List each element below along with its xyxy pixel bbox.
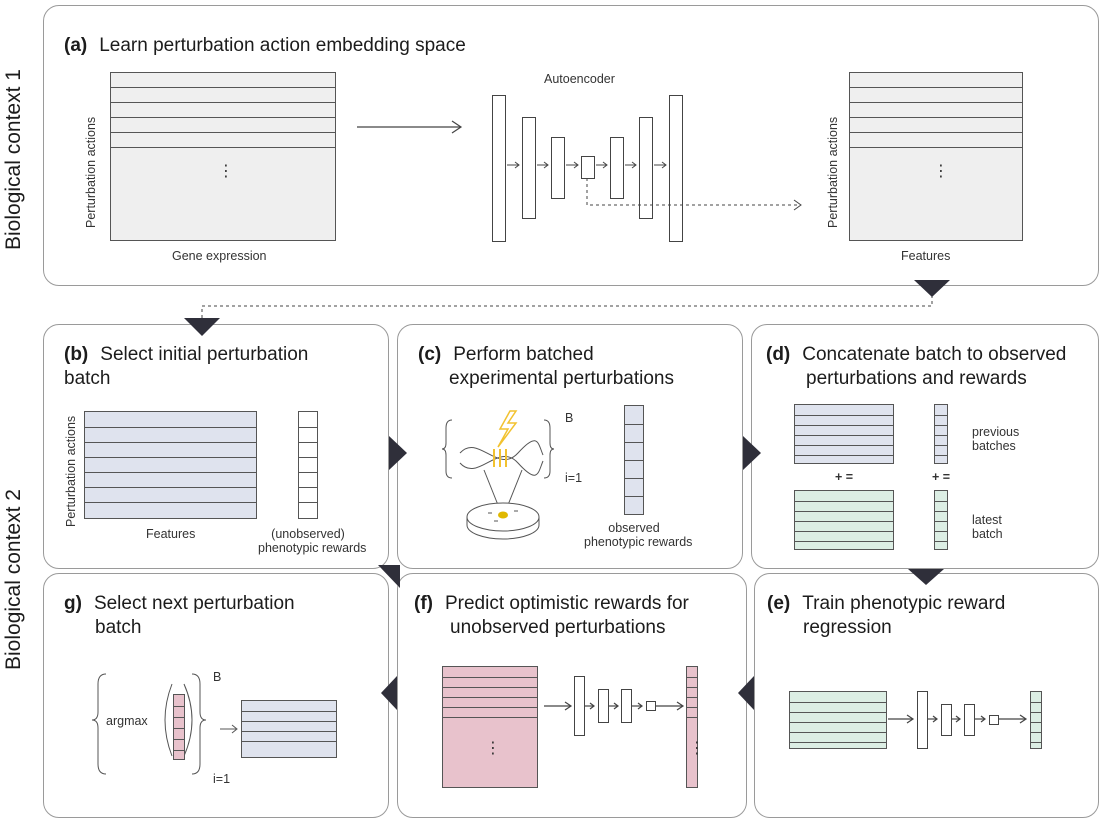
features-matrix: ⋮ <box>849 72 1023 241</box>
argmax-brackets <box>91 673 238 775</box>
panel-d-title: (d)Concatenate batch to observed perturb… <box>766 344 1067 389</box>
panel-a-label: (a) <box>64 35 88 56</box>
ellipsis: ⋮ <box>933 163 949 180</box>
b-rewards-label: (unobserved) phenotypic rewards <box>258 527 367 555</box>
e-network-layer-1 <box>917 691 928 749</box>
plus-equals-2: + = <box>932 470 951 484</box>
reward-regression-vector <box>1030 691 1042 749</box>
next-batch-matrix <box>241 700 337 758</box>
right-xlabel: Features <box>901 249 951 263</box>
previous-batches-matrix <box>794 404 894 464</box>
gene-expression-matrix: ⋮ <box>110 72 336 241</box>
g-sub-i1: i=1 <box>213 772 231 786</box>
panel-f-title: (f)Predict optimistic rewards for unobse… <box>414 593 689 638</box>
training-batch-matrix <box>789 691 887 749</box>
f-network-layer-3 <box>621 689 632 723</box>
f-network-output <box>646 701 656 711</box>
panel-d: (d)Concatenate batch to observed perturb… <box>751 324 1099 569</box>
latest-batch-label: latest batch <box>972 513 1003 541</box>
argmax-vector <box>173 694 185 760</box>
c-rewards-label: observed phenotypic rewards <box>584 521 693 549</box>
panel-b: (b)Select initial perturbation batch Per… <box>43 324 389 569</box>
panel-a: (a)Learn perturbation action embedding s… <box>43 5 1099 286</box>
previous-rewards-vector <box>934 404 948 464</box>
ellipsis: ⋮ <box>689 740 705 757</box>
e-network-layer-3 <box>964 704 975 736</box>
c-sup-b: B <box>565 411 574 425</box>
previous-batches-label: previous batches <box>972 425 1020 453</box>
initial-batch-matrix <box>84 411 257 519</box>
ellipsis: ⋮ <box>485 740 501 757</box>
panel-f: (f)Predict optimistic rewards for unobse… <box>397 573 747 818</box>
g-sup-b: B <box>213 670 222 684</box>
e-network-layer-2 <box>941 704 952 736</box>
f-network-layer-1 <box>574 676 585 736</box>
panel-b-title: (b)Select initial perturbation batch <box>64 344 309 389</box>
panel-a-title: (a)Learn perturbation action embedding s… <box>64 35 466 56</box>
decoder-layer-2 <box>639 117 653 219</box>
latest-batch-matrix <box>794 490 894 550</box>
panel-g: g)Select next perturbation batch argmax … <box>43 573 389 818</box>
dna-dish-illustration <box>441 410 555 540</box>
panel-g-title: g)Select next perturbation batch <box>64 593 295 638</box>
latest-rewards-vector <box>934 490 948 550</box>
plus-equals-1: + = <box>835 470 854 484</box>
panel-e-title: (e)Train phenotypic reward regression <box>767 593 1006 638</box>
unobserved-perturbations-matrix: ⋮ <box>442 666 538 788</box>
encoder-layer-2 <box>522 117 536 219</box>
e-network-output <box>989 715 999 725</box>
decoder-layer-1 <box>610 137 624 199</box>
panel-c-title: (c)Perform batched experimental perturba… <box>418 344 674 389</box>
c-sub-i1: i=1 <box>565 471 583 485</box>
encoder-layer-3 <box>551 137 565 199</box>
ellipsis: ⋮ <box>218 163 234 180</box>
unobserved-rewards-vector <box>298 411 318 519</box>
left-xlabel: Gene expression <box>172 249 267 263</box>
bottleneck-layer <box>581 156 595 179</box>
argmax-label: argmax <box>106 714 148 728</box>
autoencoder-label: Autoencoder <box>544 72 615 86</box>
f-network-layer-2 <box>598 689 609 723</box>
panel-e: (e)Train phenotypic reward regression <box>754 573 1099 818</box>
decoder-layer-3 <box>669 95 683 242</box>
b-xlabel: Features <box>146 527 196 541</box>
optimistic-rewards-vector: ⋮ <box>686 666 705 788</box>
encoder-layer-1 <box>492 95 506 242</box>
panel-c: (c)Perform batched experimental perturba… <box>397 324 743 569</box>
observed-rewards-vector <box>624 405 644 515</box>
